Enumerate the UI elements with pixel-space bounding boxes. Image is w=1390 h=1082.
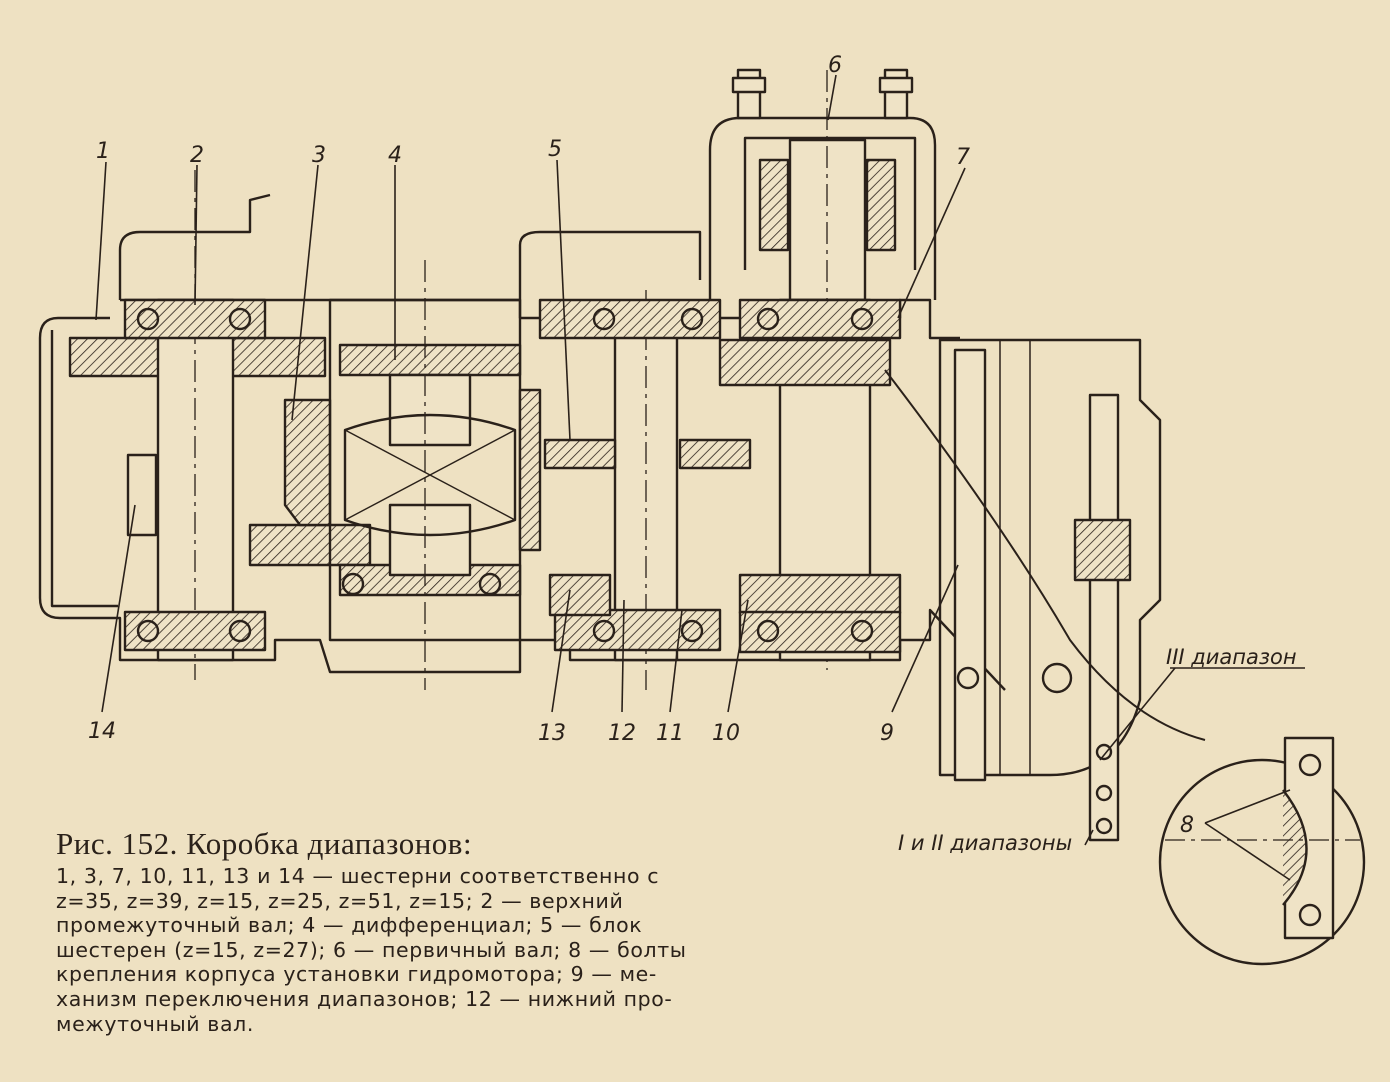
differential xyxy=(328,260,542,690)
figure-caption: Рис. 152. Коробка диапазонов: 1, 3, 7, 1… xyxy=(56,824,856,1036)
label-14: 14 xyxy=(88,719,116,744)
caption-line: z=35, z=39, z=15, z=25, z=51, z=15; 2 — … xyxy=(56,888,624,913)
label-11: 11 xyxy=(656,721,684,746)
shift-mechanism xyxy=(884,338,1206,842)
label-8: 8 xyxy=(1180,813,1194,838)
label-6: 6 xyxy=(828,53,842,78)
label-3: 3 xyxy=(312,143,326,168)
label-12: 12 xyxy=(608,721,636,746)
upper-countershaft xyxy=(68,170,327,680)
caption-body: 1, 3, 7, 10, 11, 13 и 14 — шестерни соот… xyxy=(56,864,856,1036)
label-7: 7 xyxy=(956,145,970,170)
caption-line: промежуточный вал; 4 — дифференциал; 5 —… xyxy=(56,913,643,938)
gear-14-and-3 xyxy=(126,398,372,567)
label-range-3: III диапазон xyxy=(1166,645,1297,669)
caption-line: шестерен (z=15, z=27); 6 — первичный вал… xyxy=(56,937,687,962)
label-5: 5 xyxy=(548,137,562,162)
label-13: 13 xyxy=(538,721,566,746)
label-2: 2 xyxy=(190,143,204,168)
leader-lines xyxy=(95,74,1305,846)
label-10: 10 xyxy=(712,721,740,746)
caption-title: Рис. 152. Коробка диапазонов: xyxy=(56,826,473,861)
caption-line: крепления корпуса установки гидромотора;… xyxy=(56,962,657,987)
lower-countershaft xyxy=(538,290,752,690)
part-labels: 1 2 3 4 5 6 7 8 9 10 11 12 13 14 III диа… xyxy=(88,53,1297,855)
caption-line: 1, 3, 7, 10, 11, 13 и 14 — шестерни соот… xyxy=(56,864,660,888)
primary-shaft xyxy=(718,298,902,662)
label-9: 9 xyxy=(880,721,894,746)
caption-line: межуточный вал. xyxy=(56,1011,254,1036)
bolt-detail-callout xyxy=(1158,736,1366,966)
label-1: 1 xyxy=(96,139,110,164)
label-range-1-2: I и II диапазоны xyxy=(898,831,1072,855)
caption-line: ханизм переключения диапазонов; 12 — ниж… xyxy=(56,986,673,1011)
label-4: 4 xyxy=(388,143,402,168)
